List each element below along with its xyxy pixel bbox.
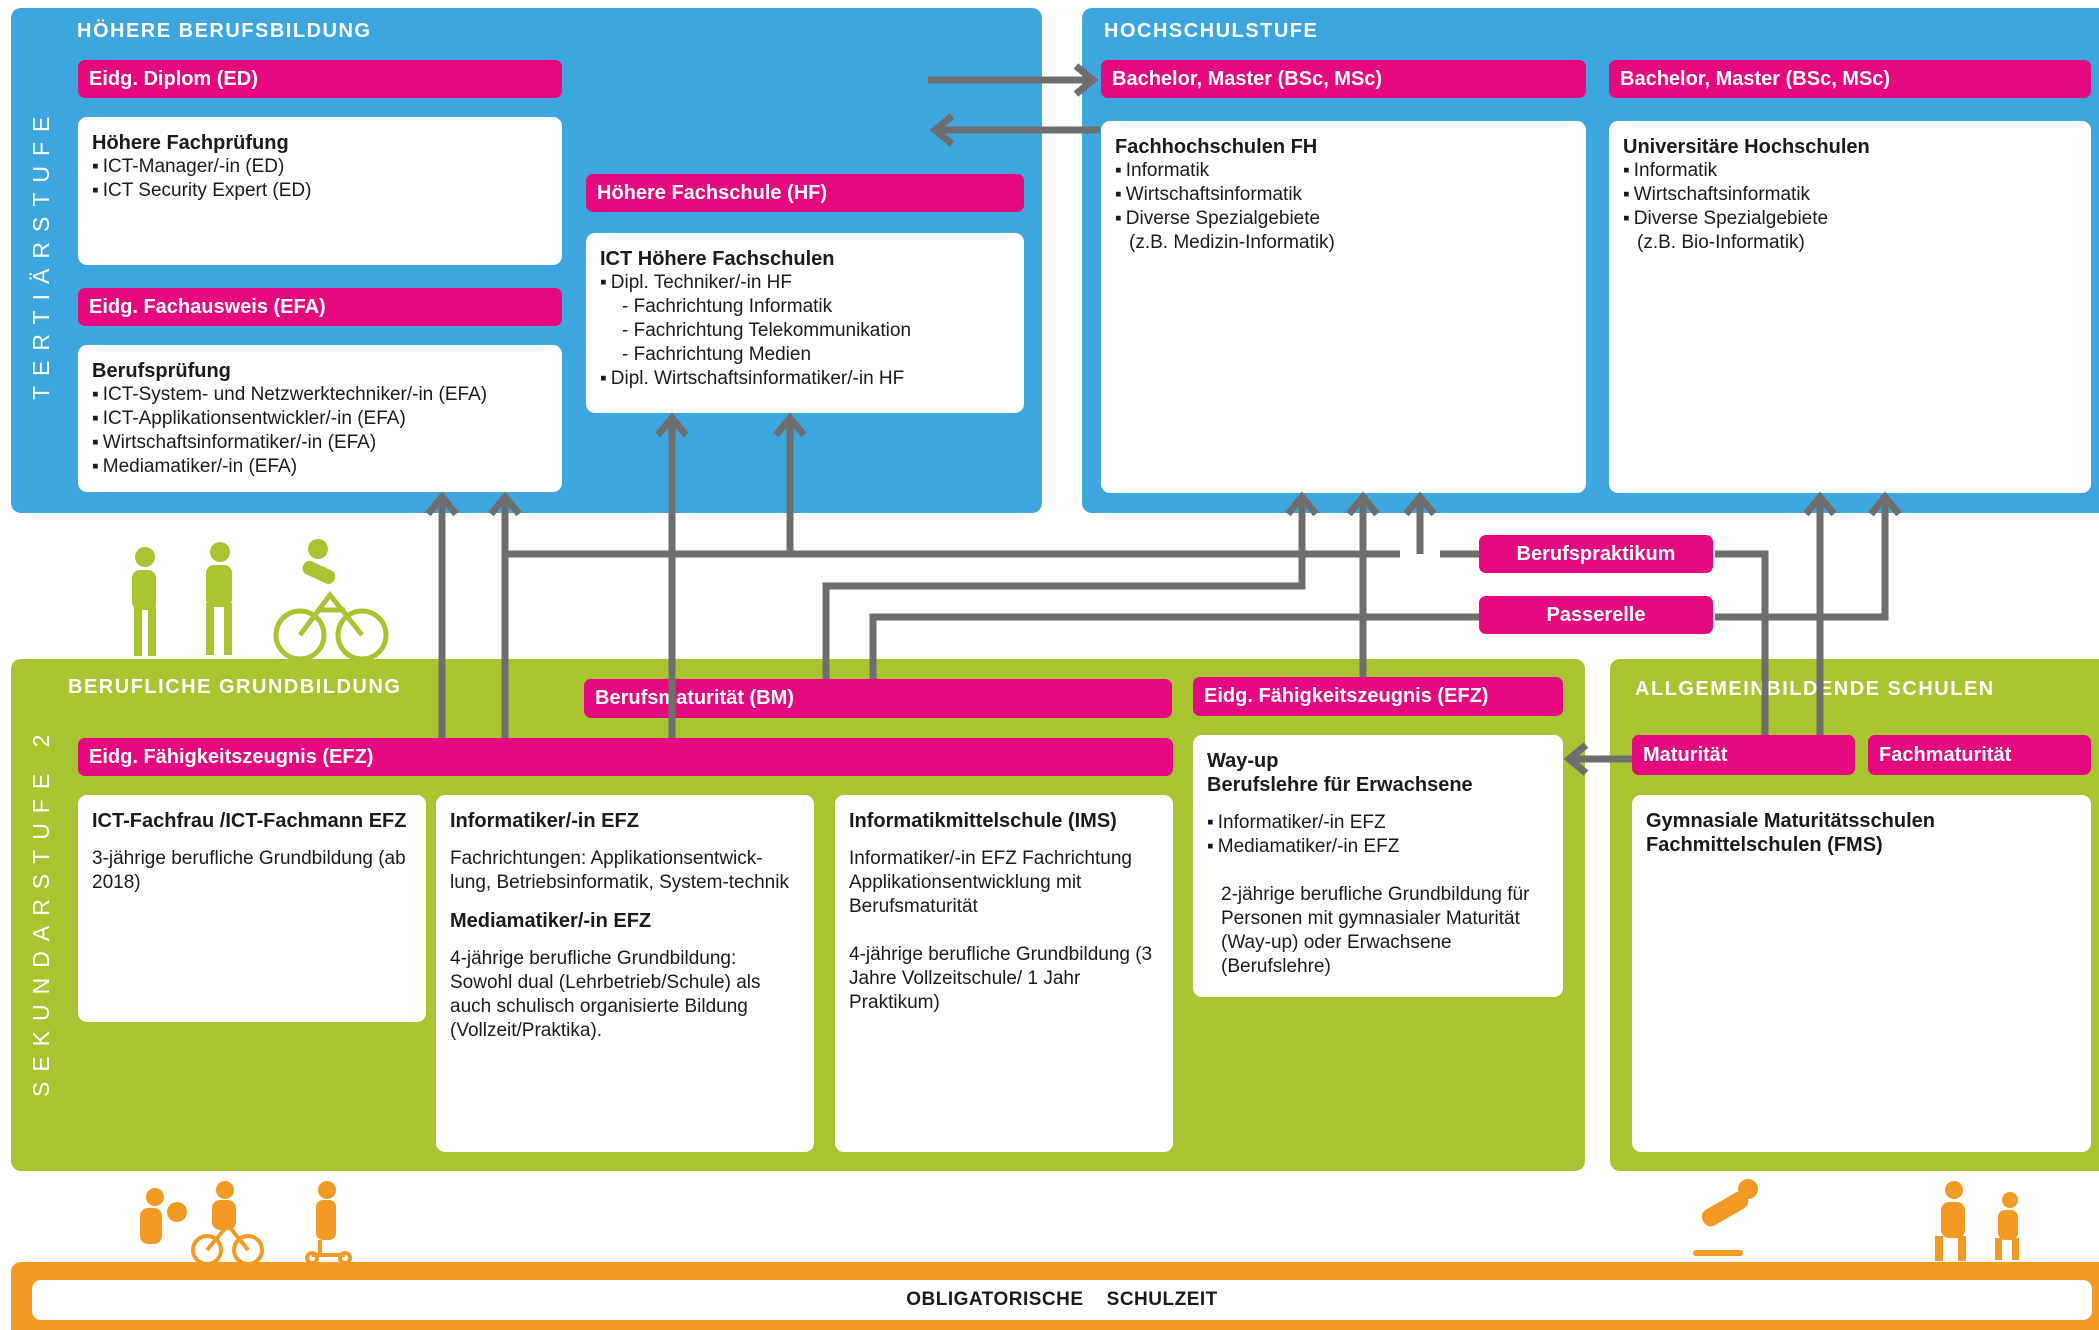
- efa-tag: Eidg. Fachausweis (EFA): [78, 288, 562, 326]
- efa-item: Wirtschaftsinformatiker/-in (EFA): [92, 431, 548, 455]
- fh-tag: Bachelor, Master (BSc, MSc): [1101, 60, 1586, 98]
- card4-text: 2-jährige berufliche Grundbildung für Pe…: [1221, 884, 1530, 977]
- maturitaet-tag: Maturität: [1632, 735, 1855, 775]
- uni-item: Informatik: [1623, 159, 2077, 183]
- way-up-card: Way-up Berufslehre für Erwachsene Inform…: [1193, 735, 1563, 997]
- ed-item: ICT Security Expert (ED): [92, 179, 548, 203]
- ed-card: Höhere Fachprüfung ICT-Manager/-in (ED) …: [78, 117, 562, 265]
- hf-subitem: - Fachrichtung Informatik: [622, 296, 833, 317]
- gymnasium-card: Gymnasiale Maturitätsschulen Fachmittels…: [1632, 795, 2091, 1152]
- ed-tag: Eidg. Diplom (ED): [78, 60, 562, 98]
- uni-item: Diverse Spezialgebiete: [1623, 207, 2077, 231]
- uni-item: Wirtschaftsinformatik: [1623, 183, 2077, 207]
- card2-heading: Informatiker/-in EFZ: [450, 810, 639, 832]
- card4-item: Informatiker/-in EFZ: [1207, 811, 1549, 835]
- card2-text: Fachrichtungen: Applikationsentwick-lung…: [450, 848, 789, 893]
- footer-label: OBLIGATORISCHE SCHULZEIT: [906, 1289, 1218, 1310]
- fachmaturitaet-tag: Fachmaturität: [1868, 735, 2091, 775]
- tertiary-side-label: TERTIÄRSTUFE: [28, 106, 54, 400]
- efa-card-heading: Berufsprüfung: [92, 360, 231, 382]
- card4-item: Mediamatiker/-in EFZ: [1207, 835, 1549, 859]
- ict-fachmann-card: ICT-Fachfrau /ICT-Fachmann EFZ 3-jährige…: [78, 795, 426, 1022]
- gym-heading: Gymnasiale Maturitätsschulen: [1646, 810, 1935, 832]
- efa-item: Mediamatiker/-in (EFA): [92, 455, 548, 479]
- fh-item: Informatik: [1115, 159, 1572, 183]
- fh-item: Diverse Spezialgebiete: [1115, 207, 1572, 231]
- efa-item: ICT-System- und Netzwerktechniker/-in (E…: [92, 383, 548, 407]
- card4-heading-b: Berufslehre für Erwachsene: [1207, 774, 1473, 796]
- informatiker-card: Informatiker/-in EFZ Fachrichtungen: App…: [436, 795, 814, 1152]
- uni-tag: Bachelor, Master (BSc, MSc): [1609, 60, 2091, 98]
- hf-card-heading: ICT Höhere Fachschulen: [600, 248, 835, 270]
- efz-tag: Eidg. Fähigkeitszeugnis (EFZ): [78, 738, 1173, 776]
- berufliche-grundbildung-title: BERUFLICHE GRUNDBILDUNG: [68, 676, 402, 698]
- card3-heading: Informatikmittelschule (IMS): [849, 810, 1117, 832]
- hf-item: Dipl. Wirtschaftsinformatiker/-in HF: [600, 367, 1010, 391]
- efa-item: ICT-Applikationsentwickler/-in (EFA): [92, 407, 548, 431]
- passerelle-tag: Passerelle: [1479, 596, 1713, 634]
- uni-card: Universitäre Hochschulen Informatik Wirt…: [1609, 121, 2091, 493]
- decorative-figures-orange: [140, 1179, 2019, 1261]
- hf-card: ICT Höhere Fachschulen Dipl. Techniker/-…: [586, 233, 1024, 413]
- efa-card: Berufsprüfung ICT-System- und Netzwerkte…: [78, 345, 562, 492]
- efz-tag-right: Eidg. Fähigkeitszeugnis (EFZ): [1193, 677, 1563, 716]
- hochschulstufe-title: HOCHSCHULSTUFE: [1104, 20, 1319, 42]
- card4-heading: Way-up: [1207, 750, 1279, 772]
- card2-text2: 4-jährige berufliche Grundbildung: Sowoh…: [450, 948, 761, 1041]
- hf-subitem: - Fachrichtung Telekommunikation: [622, 320, 912, 341]
- card1-text: 3-jährige berufliche Grundbildung (ab 20…: [92, 848, 406, 893]
- line-bm-to-fh-1: [822, 500, 1306, 679]
- gym-heading-b: Fachmittelschulen (FMS): [1646, 834, 1883, 856]
- hf-item: Dipl. Techniker/-in HF: [600, 271, 1010, 295]
- fh-note: (z.B. Medizin-Informatik): [1129, 232, 1335, 253]
- hoehere-berufsbildung-title: HÖHERE BERUFSBILDUNG: [77, 20, 372, 42]
- card2-heading2: Mediamatiker/-in EFZ: [450, 910, 652, 932]
- card3-text2: 4-jährige berufliche Grundbildung (3 Jah…: [849, 944, 1153, 1013]
- ed-item: ICT-Manager/-in (ED): [92, 155, 548, 179]
- fh-card: Fachhochschulen FH Informatik Wirtschaft…: [1101, 121, 1586, 493]
- uni-card-heading: Universitäre Hochschulen: [1623, 136, 1870, 158]
- uni-note: (z.B. Bio-Informatik): [1637, 232, 1805, 253]
- ims-card: Informatikmittelschule (IMS) Informatike…: [835, 795, 1173, 1152]
- berufspraktikum-tag: Berufspraktikum: [1479, 535, 1713, 573]
- ed-card-heading: Höhere Fachprüfung: [92, 132, 289, 154]
- allgemeinbildende-title: ALLGEMEINBILDENDE SCHULEN: [1635, 678, 1995, 700]
- fh-card-heading: Fachhochschulen FH: [1115, 136, 1318, 158]
- decorative-figures-green: [132, 539, 336, 656]
- hf-subitem: - Fachrichtung Medien: [622, 344, 812, 365]
- bm-tag: Berufsmaturität (BM): [584, 679, 1172, 718]
- obligatorische-schulzeit-label: OBLIGATORISCHE SCHULZEIT: [32, 1280, 2092, 1320]
- fh-item: Wirtschaftsinformatik: [1115, 183, 1572, 207]
- card1-heading: ICT-Fachfrau /ICT-Fachmann EFZ: [92, 810, 407, 832]
- hf-tag: Höhere Fachschule (HF): [586, 174, 1024, 212]
- secondary-side-label: SEKUNDARSTUFE 2: [28, 724, 54, 1097]
- card3-text: Informatiker/-in EFZ Fachrichtung Applik…: [849, 848, 1132, 917]
